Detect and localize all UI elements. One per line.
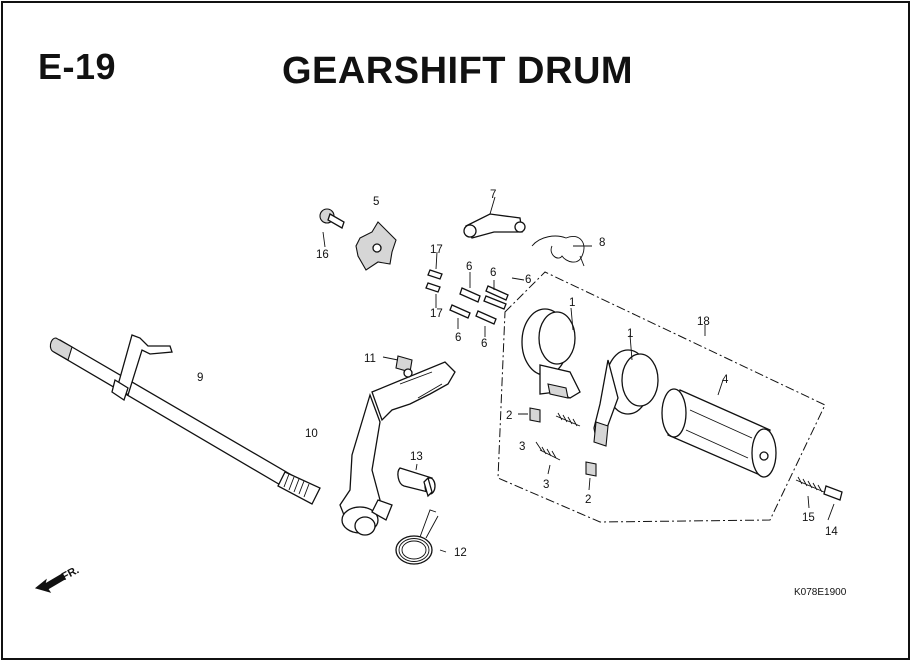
- guide-pin-b[interactable]: [485, 285, 509, 301]
- stopper-spring[interactable]: [531, 235, 585, 267]
- drum-cam-plate[interactable]: [355, 221, 397, 271]
- callout-9: 9: [197, 372, 203, 384]
- callout-2a: 2: [506, 410, 512, 422]
- spindle-collar[interactable]: [397, 467, 436, 498]
- callout-2b: 2: [585, 494, 591, 506]
- callout-10: 10: [305, 428, 318, 440]
- callout-18: 18: [697, 316, 710, 328]
- callout-4: 4: [722, 374, 729, 386]
- gearshift-arm[interactable]: [339, 361, 456, 536]
- callout-6c: 6: [525, 274, 531, 286]
- drum-plunger[interactable]: [823, 485, 843, 501]
- shift-drum[interactable]: [661, 388, 777, 478]
- callout-16: 16: [316, 249, 329, 261]
- detent-spring-b[interactable]: [539, 446, 561, 461]
- callout-1b: 1: [627, 328, 633, 340]
- diagram-reference-code: K078E1900: [794, 587, 847, 598]
- callout-3b: 3: [543, 479, 549, 491]
- callout-6b: 6: [490, 267, 496, 279]
- page-title: GEARSHIFT DRUM: [281, 50, 634, 92]
- callout-1a: 1: [569, 297, 575, 309]
- stopper-bolt[interactable]: [319, 208, 345, 229]
- front-arrow-icon: FR.: [34, 564, 81, 593]
- dowel-pin-b[interactable]: [425, 282, 441, 293]
- guide-pin-e[interactable]: [475, 310, 497, 325]
- callout-6e: 6: [481, 338, 487, 350]
- section-code: E-19: [38, 46, 117, 87]
- callout-15: 15: [802, 512, 815, 524]
- callout-6d: 6: [455, 332, 461, 344]
- dowel-pin-a[interactable]: [427, 269, 443, 280]
- drum-spring[interactable]: [795, 476, 825, 493]
- gearshift-spindle[interactable]: [49, 334, 321, 505]
- front-label: FR.: [60, 564, 81, 583]
- fork-pin-b[interactable]: [585, 461, 597, 477]
- leader-lines: [322, 196, 835, 553]
- shift-fork-a[interactable]: [521, 308, 581, 399]
- arm-pin[interactable]: [395, 355, 413, 378]
- callout-3a: 3: [519, 441, 525, 453]
- assembly-boundary: [497, 271, 826, 523]
- callout-8: 8: [599, 237, 605, 249]
- callout-14: 14: [825, 526, 838, 538]
- callout-17a: 17: [430, 244, 443, 256]
- stopper-arm[interactable]: [463, 213, 526, 239]
- callout-7: 7: [490, 189, 496, 201]
- guide-pin-a[interactable]: [459, 287, 481, 303]
- guide-pin-d[interactable]: [449, 304, 471, 319]
- callout-5: 5: [373, 196, 379, 208]
- return-spring[interactable]: [395, 509, 439, 565]
- callout-13: 13: [410, 451, 423, 463]
- callout-12: 12: [454, 547, 467, 559]
- guide-pin-c[interactable]: [483, 295, 507, 310]
- front-direction-indicator: FR.: [32, 556, 102, 601]
- detent-spring-a[interactable]: [555, 412, 581, 427]
- fork-pin-a[interactable]: [529, 407, 541, 423]
- callout-6a: 6: [466, 261, 472, 273]
- shift-fork-b[interactable]: [593, 349, 659, 447]
- callout-17b: 17: [430, 308, 443, 320]
- callout-11: 11: [364, 353, 376, 365]
